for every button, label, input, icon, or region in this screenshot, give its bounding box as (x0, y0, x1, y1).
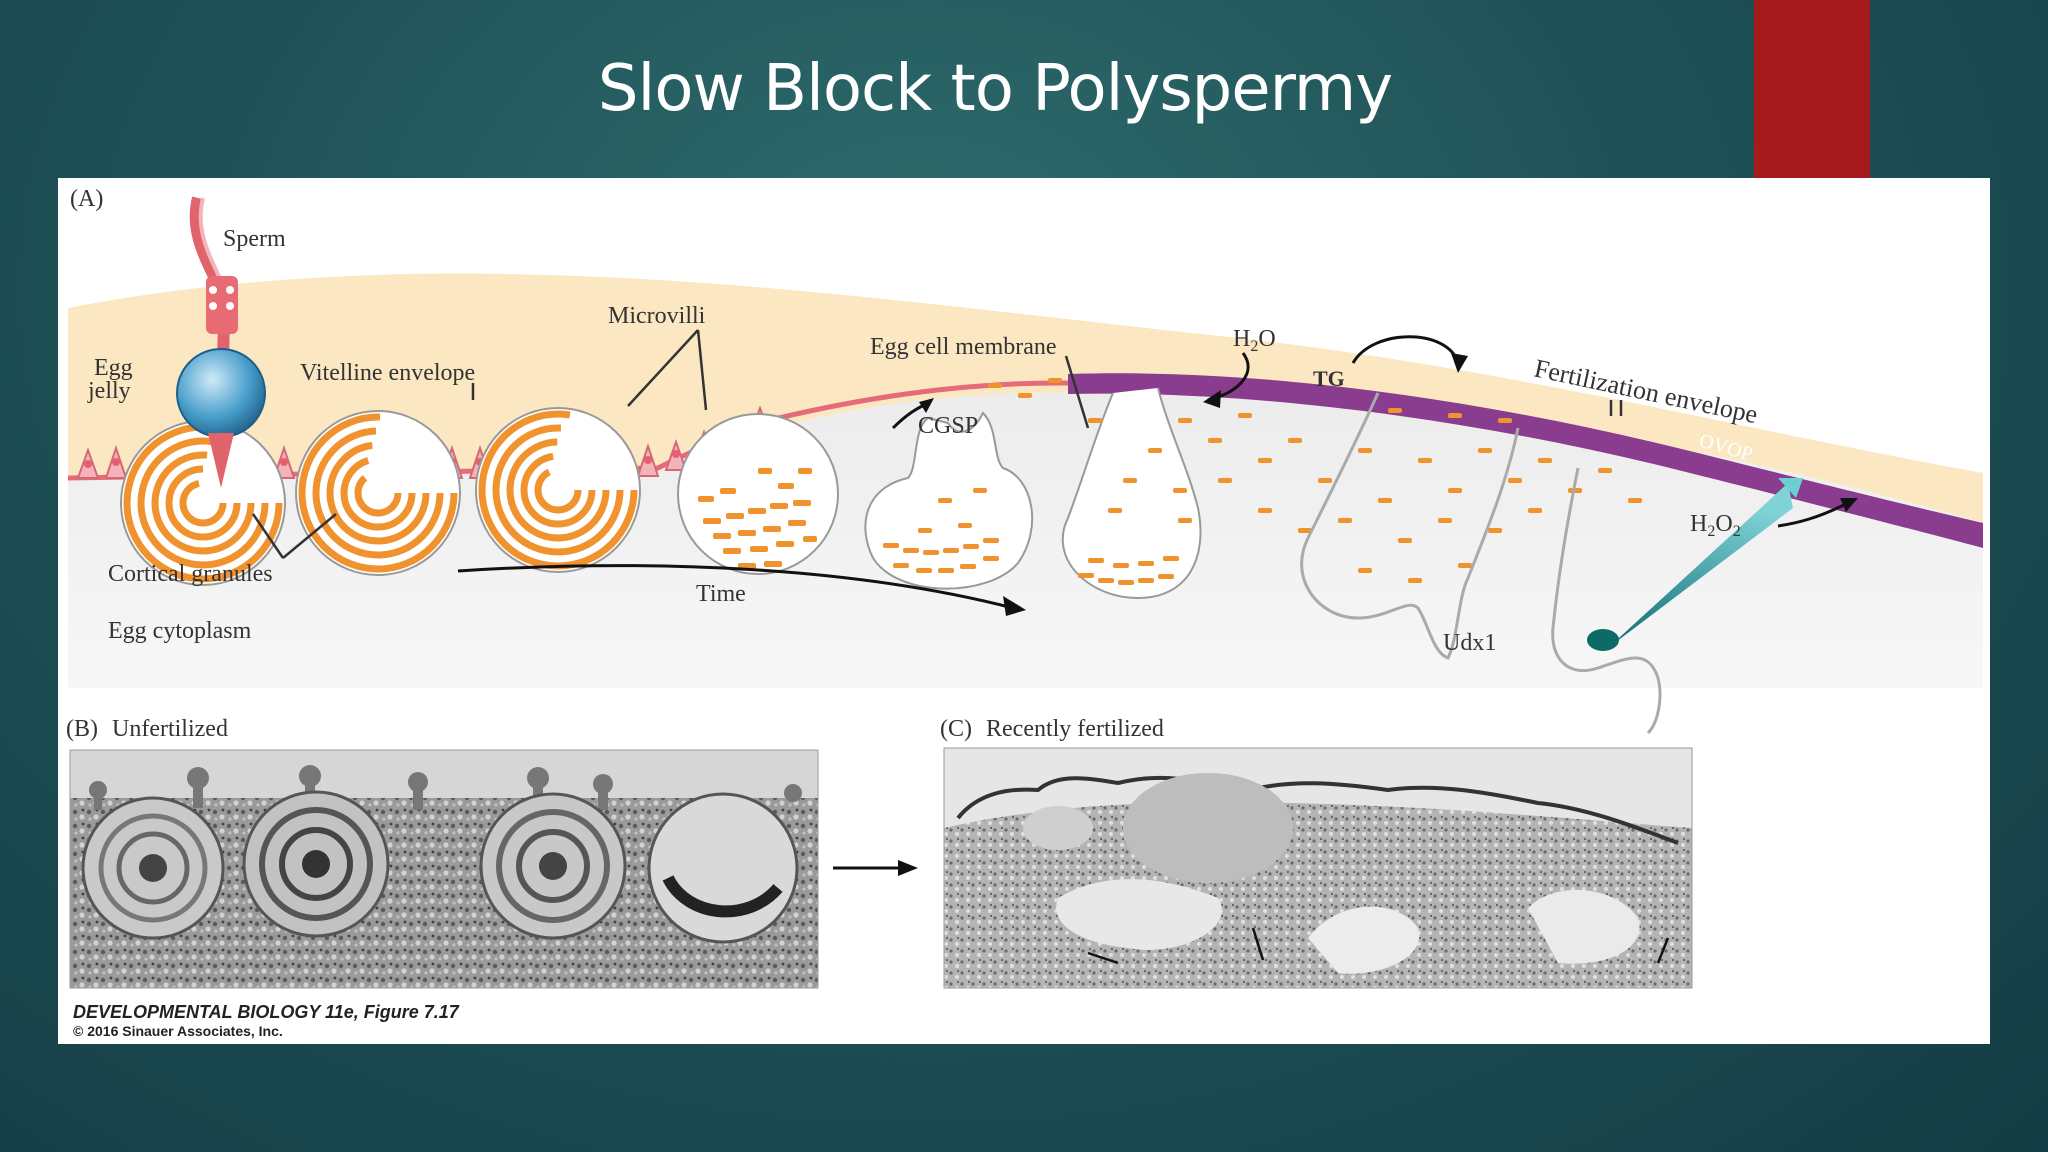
h2o2-cone-tip (1778, 478, 1803, 498)
tg-cycle-arrow (1351, 335, 1460, 364)
sperm-cell (176, 196, 266, 488)
released-granule-contents (988, 378, 1642, 583)
label-cgsp: CGSP (918, 413, 978, 439)
label-tg: TG (1313, 366, 1345, 391)
label-egg-cell-membrane: Egg cell membrane (870, 334, 1057, 360)
figure-credit-title: DEVELOPMENTAL BIOLOGY 11e, Figure 7.17 (73, 1002, 460, 1022)
label-time: Time (696, 581, 746, 607)
panel-b: (B)Unfertilized (66, 716, 819, 989)
label-egg-cytoplasm: Egg cytoplasm (108, 618, 252, 644)
label-egg-jelly-line2: jelly (87, 378, 131, 404)
label-h2o2: H2O2 (1690, 511, 1741, 540)
cortical-granule-6-open (1061, 387, 1202, 600)
cortical-granule-1 (120, 420, 286, 586)
arrows (457, 335, 1849, 610)
cortical-granule-4-breaking (677, 413, 839, 575)
panel-c-title: (C)Recently fertilized (940, 716, 1164, 742)
panel-c: (C)Recently fertilized (940, 716, 1693, 989)
figure-panel: (A) Sperm Egg jelly Vitelline envelope M… (58, 178, 1990, 1044)
cortical-granule-3 (475, 407, 641, 573)
figure-credit-copyright: © 2016 Sinauer Associates, Inc. (73, 1023, 283, 1039)
arrowheads (919, 353, 1858, 616)
cortical-granule-5-fusing (864, 411, 1034, 590)
label-egg-jelly-line1: Egg (94, 355, 133, 381)
h2o2-cone (1608, 483, 1793, 648)
time-arrow (457, 564, 1014, 610)
egg-jelly-layer (68, 178, 1983, 468)
label-h2o: H2O (1233, 326, 1276, 355)
leader-lines (251, 329, 1623, 559)
membrane-protrusion-1 (1300, 392, 1520, 660)
udx1-enzyme (1587, 629, 1619, 651)
h2o2-arrow (1777, 501, 1849, 528)
panel-b-title: (B)Unfertilized (66, 716, 228, 742)
membrane-protrusion-2 (1551, 467, 1662, 735)
figure-svg: (A) Sperm Egg jelly Vitelline envelope M… (66, 178, 1983, 1039)
b-to-c-arrowhead (898, 860, 918, 876)
label-udx1: Udx1 (1443, 630, 1496, 656)
label-microvilli: Microvilli (608, 303, 706, 329)
red-accent-tab (1754, 0, 1870, 178)
panel-a-diagram: (A) Sperm Egg jelly Vitelline envelope M… (67, 178, 1983, 735)
label-vitelline-envelope: Vitelline envelope (300, 360, 475, 386)
panel-b-granules (81, 790, 799, 944)
panel-c-fertilization-envelope (956, 775, 1679, 845)
cortical-granule-2 (295, 410, 461, 576)
panel-a-tag: (A) (70, 186, 103, 212)
label-cortical-granules: Cortical granules (108, 561, 273, 587)
label-sperm: Sperm (223, 226, 286, 252)
panel-c-arrows (1087, 927, 1670, 965)
slide-title: Slow Block to Polyspermy (597, 52, 1393, 126)
